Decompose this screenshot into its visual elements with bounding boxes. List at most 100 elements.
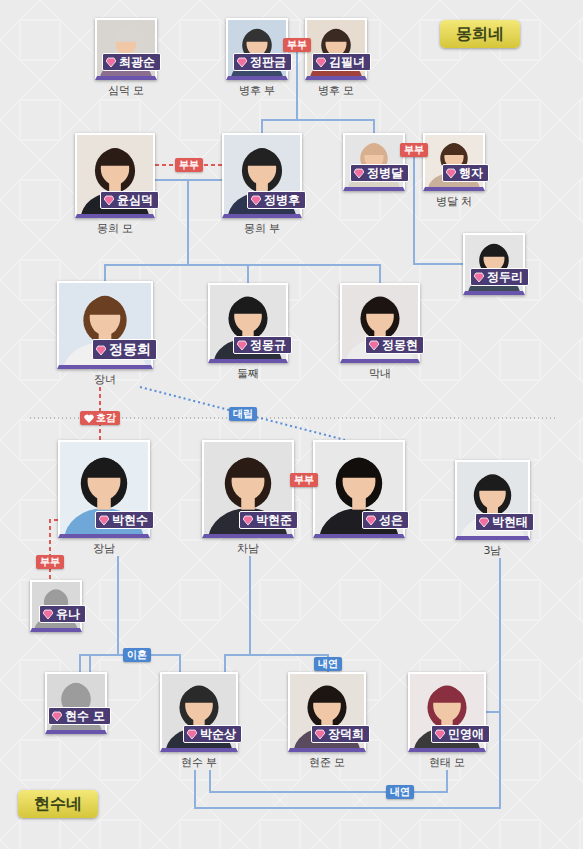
person-card: 행자병달 처 — [423, 133, 485, 209]
gem-icon — [354, 168, 364, 178]
gem-icon — [52, 711, 62, 721]
role-caption: 심덕 모 — [108, 84, 145, 98]
person-card: 박현준차남 — [202, 440, 294, 556]
relation-line — [225, 556, 250, 672]
name-tag: 정두리 — [470, 268, 529, 286]
person-card: 김필녀병후 모 — [305, 18, 367, 98]
portrait-photo: 정병달 — [343, 133, 405, 191]
gem-icon — [106, 57, 116, 67]
role-caption: 현태 모 — [429, 756, 466, 770]
name-tag: 윤심덕 — [100, 191, 159, 209]
portrait-photo: 유나 — [30, 580, 82, 632]
name-tag: 정판금 — [233, 53, 292, 71]
role-caption: 3남 — [484, 544, 502, 558]
relation-label: 이혼 — [127, 649, 147, 661]
portrait-photo: 박현태 — [455, 460, 530, 540]
portrait-photo: 박순상 — [160, 672, 238, 752]
person-card: 정병후몽희 부 — [222, 133, 302, 236]
person-name: 정몽현 — [382, 338, 418, 352]
name-tag: 정병달 — [350, 164, 409, 182]
name-tag: 정몽규 — [233, 336, 292, 354]
role-caption: 병달 처 — [436, 195, 473, 209]
role-caption: 둘째 — [237, 367, 259, 381]
relation-label: 부부 — [179, 159, 199, 171]
person-card: 정병달 — [343, 133, 405, 191]
portrait-photo: 정몽규 — [208, 283, 288, 363]
person-name: 행자 — [459, 166, 483, 180]
role-caption: 막내 — [369, 367, 391, 381]
relation-line — [195, 558, 500, 808]
portrait-photo: 성은 — [313, 440, 405, 538]
relation-line — [155, 180, 380, 283]
portrait-photo: 행자 — [423, 133, 485, 191]
person-card: 최광순심덕 모 — [95, 18, 157, 98]
portrait-photo: 윤심덕 — [75, 133, 155, 218]
name-tag: 김필녀 — [312, 53, 371, 71]
gem-icon — [187, 729, 197, 739]
gem-icon — [316, 57, 326, 67]
name-tag: 박현준 — [239, 511, 298, 529]
name-tag: 정몽현 — [365, 336, 424, 354]
person-card: 장덕희현준 모 — [288, 672, 366, 770]
relation-label: 대립 — [233, 408, 253, 420]
connector-group — [50, 45, 500, 808]
role-caption: 차남 — [237, 542, 259, 556]
gem-icon — [237, 57, 247, 67]
name-tag: 성은 — [362, 511, 409, 529]
relation-badge: 부부 — [36, 555, 64, 569]
name-tag: 유나 — [39, 605, 86, 623]
person-name: 박현수 — [112, 513, 148, 527]
relation-badge: 부부 — [283, 38, 311, 52]
person-card: 정판금병후 부 — [226, 18, 288, 98]
portrait-photo: 정병후 — [222, 133, 302, 218]
person-card: 유나 — [30, 580, 82, 632]
family-name: 몽희네 — [456, 24, 504, 44]
person-name: 유나 — [56, 607, 80, 621]
name-tag: 장덕희 — [311, 725, 370, 743]
person-card: 정몽현막내 — [340, 283, 420, 381]
person-name: 정두리 — [487, 270, 523, 284]
portrait-photo: 정판금 — [226, 18, 288, 80]
heart-icon — [84, 414, 94, 423]
relation-label: 부부 — [287, 39, 307, 51]
relation-line — [250, 556, 328, 672]
portrait-photo: 박현준 — [202, 440, 294, 538]
portrait-photo: 현수 모 — [45, 672, 107, 734]
portrait-photo: 장덕희 — [288, 672, 366, 752]
name-tag: 박현수 — [95, 511, 154, 529]
relation-badge: 대립 — [229, 407, 257, 421]
relation-badge: 부부 — [290, 473, 318, 487]
role-caption: 현준 모 — [309, 756, 346, 770]
gem-icon — [99, 515, 109, 525]
person-name: 정병후 — [264, 193, 300, 207]
gem-icon — [251, 195, 261, 205]
relation-badge: 호감 — [80, 411, 120, 425]
name-tag: 민영애 — [431, 725, 490, 743]
person-name: 김필녀 — [329, 55, 365, 69]
role-caption: 몽희 모 — [97, 222, 134, 236]
relation-line — [188, 180, 380, 283]
portrait-photo: 최광순 — [95, 18, 157, 80]
gem-icon — [237, 340, 247, 350]
relation-line — [486, 558, 500, 712]
person-card: 성은 — [313, 440, 405, 538]
relation-badge: 내연 — [314, 657, 342, 671]
gem-icon — [366, 515, 376, 525]
relation-badge: 이혼 — [123, 648, 151, 662]
person-card: 박현수장남 — [58, 440, 150, 556]
person-card: 정두리 — [463, 233, 525, 295]
relation-badge: 내연 — [386, 785, 414, 799]
person-name: 정몽희 — [109, 341, 151, 358]
role-caption: 현수 부 — [181, 756, 218, 770]
person-name: 박현준 — [256, 513, 292, 527]
gem-icon — [435, 729, 445, 739]
relation-badge: 부부 — [175, 158, 203, 172]
family-badge: 현수네 — [18, 790, 98, 818]
gem-icon — [474, 272, 484, 282]
family-name: 현수네 — [34, 794, 82, 814]
family-badge: 몽희네 — [440, 20, 520, 48]
name-tag: 박현태 — [475, 513, 534, 531]
gem-icon — [315, 729, 325, 739]
name-tag: 최광순 — [102, 53, 161, 71]
relation-line — [288, 45, 374, 133]
